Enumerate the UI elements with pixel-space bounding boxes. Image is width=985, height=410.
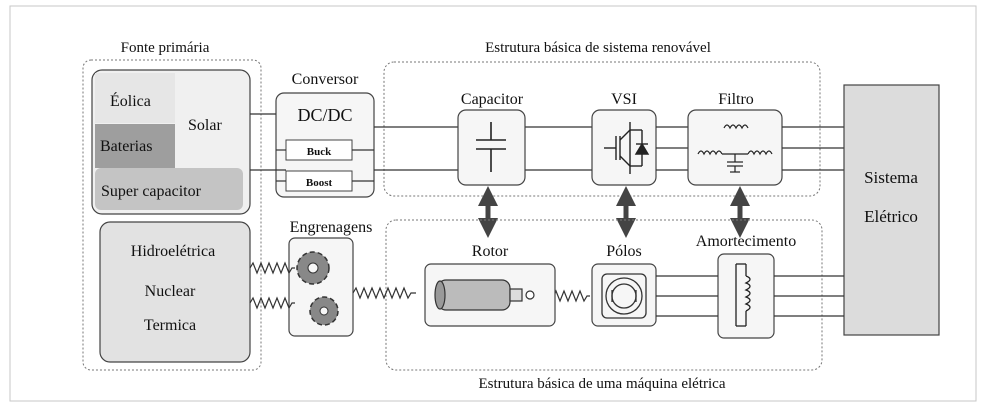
vsi-filter-lines	[656, 126, 688, 171]
capacitor-title: Capacitor	[461, 91, 524, 108]
machine-structure-title: Estrutura básica de uma máquina elétrica	[479, 376, 726, 392]
super-capacitor-label: Super capacitor	[101, 183, 202, 200]
coupling-arrows	[478, 186, 750, 238]
rotor-title: Rotor	[472, 243, 509, 260]
buck-label: Buck	[307, 146, 332, 158]
machine-structure-group	[385, 219, 823, 371]
conversor-title: Conversor	[292, 71, 359, 88]
engrenagens-title: Engrenagens	[290, 219, 373, 236]
dcdc-label: DC/DC	[297, 105, 352, 125]
capacitor-symbol-icon	[476, 122, 506, 172]
sistema-eletrico-box	[843, 84, 940, 336]
boost-label: Boost	[306, 177, 333, 189]
termica-label: Termica	[144, 317, 196, 334]
renewable-structure-group	[383, 61, 821, 197]
amortecimento-title: Amortecimento	[696, 233, 796, 250]
damper-coil-icon	[735, 263, 751, 327]
rotor-shaft-icon	[434, 279, 535, 311]
vsi-title: VSI	[611, 91, 637, 108]
nuclear-label: Nuclear	[145, 283, 196, 300]
filter-system-lines	[782, 126, 844, 171]
filtro-box	[687, 109, 783, 186]
supercap-area	[95, 168, 243, 210]
polos-title: Pólos	[606, 243, 642, 260]
gears-icon	[296, 251, 339, 326]
vsi-box	[591, 109, 657, 186]
baterias-label: Baterias	[100, 138, 152, 155]
primary-source-title: Fonte primária	[121, 40, 210, 56]
stator-poles-icon	[601, 273, 647, 319]
renewable-structure-title: Estrutura básica de sistema renovável	[485, 40, 711, 56]
lc-filter-symbol-icon	[697, 124, 773, 173]
source-converter-lines	[250, 113, 286, 182]
eolica-area	[95, 73, 175, 123]
primary-source-group	[82, 59, 262, 371]
sistema-label: Sistema	[864, 168, 918, 187]
eletrico-label: Elétrico	[864, 207, 918, 226]
conventional-sources-box	[99, 221, 251, 363]
solar-label: Solar	[188, 117, 222, 134]
baterias-area	[95, 124, 175, 168]
filtro-title: Filtro	[718, 91, 754, 108]
machine-system-lines	[656, 275, 844, 317]
eolica-label: Éolica	[110, 91, 151, 110]
igbt-symbol-icon	[604, 122, 650, 174]
capacitor-box	[457, 109, 526, 186]
dc-bus-lines	[352, 126, 592, 182]
hidroeletrica-label: Hidroelétrica	[131, 243, 215, 260]
polos-box	[591, 263, 657, 327]
